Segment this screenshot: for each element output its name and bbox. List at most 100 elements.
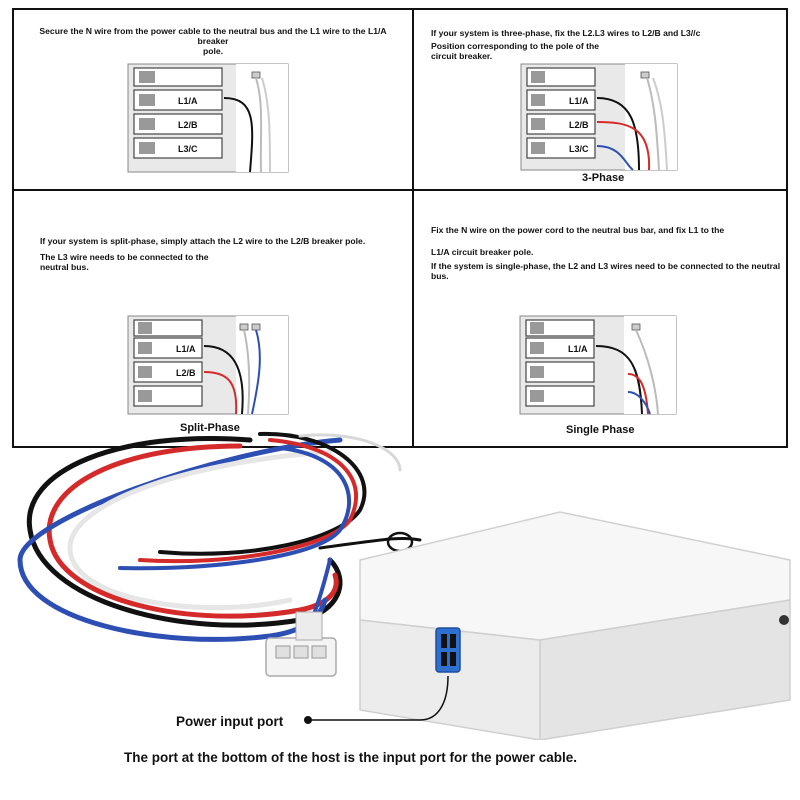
white-wire	[255, 77, 263, 173]
white-wire	[243, 329, 251, 415]
breaker-label-l1: L1/A	[178, 96, 198, 106]
breaker-toggle	[138, 390, 152, 402]
connector-pin	[293, 645, 309, 659]
breaker-label-l2: L2/B	[569, 120, 589, 130]
panel-tr-instructions: If your system is three-phase, fix the L…	[431, 28, 776, 61]
panel-br-line1: Fix the N wire on the power cord to the …	[431, 225, 725, 235]
device-host	[359, 511, 791, 740]
breaker-toggle	[139, 142, 155, 154]
breaker-label-l1: L1/A	[569, 96, 589, 106]
white-wire	[652, 77, 668, 171]
black-wire	[158, 431, 367, 556]
white-wire	[298, 433, 402, 472]
breaker-toggle	[139, 118, 155, 130]
caption-3-phase: 3-Phase	[582, 172, 625, 184]
device-front	[359, 619, 541, 740]
breaker-diagram-tr: L1/A L2/B L3/C	[520, 63, 678, 171]
black-wire	[595, 345, 643, 415]
footer-caption: The port at the bottom of the host is th…	[124, 750, 577, 765]
black-wire	[203, 345, 244, 415]
red-wire	[138, 438, 358, 564]
white-wire	[646, 77, 660, 171]
red-wire	[203, 371, 238, 415]
breaker-toggle	[138, 322, 152, 334]
frame-divider-horizontal	[12, 189, 788, 191]
blue-wire	[118, 446, 352, 571]
port-pin	[450, 634, 456, 648]
red-wire	[46, 443, 339, 619]
port-pin	[450, 652, 456, 666]
port-pin	[441, 652, 447, 666]
black-wire	[596, 97, 640, 171]
breaker-diagram-tl: L1/A L2/B L3/C	[127, 63, 289, 173]
product-illustration	[17, 431, 791, 740]
panel-tl-line1: Secure the N wire from the power cable t…	[39, 26, 387, 46]
panel-bl-instructions: If your system is split-phase, simply at…	[40, 236, 400, 272]
breaker-slot-blank	[133, 67, 223, 87]
panel-tr-line2: Position corresponding to the pole of th…	[431, 41, 600, 51]
breaker-toggle	[531, 71, 545, 83]
wire-harness	[17, 431, 422, 642]
panel-bl-line2: The L3 wire needs to be connected to the	[40, 252, 209, 262]
breaker-diagram-bl: L1/A L2/B	[127, 315, 289, 415]
breaker-label-l1: L1/A	[176, 344, 196, 354]
breaker-label-l1: L1/A	[568, 344, 588, 354]
pointer-line	[308, 675, 449, 721]
black-wire	[26, 435, 343, 628]
molex-connector	[265, 611, 337, 677]
connector-pin	[311, 645, 327, 659]
wire-terminal	[251, 323, 261, 331]
power-input-port-label: Power input port	[176, 714, 284, 729]
breaker-slot-l2	[133, 113, 223, 135]
blue-wire	[251, 329, 261, 415]
wire-terminal	[640, 71, 650, 79]
wire-terminal	[631, 323, 641, 331]
panel-bl-line1: If your system is split-phase, simply at…	[40, 236, 366, 246]
white-wire	[67, 449, 333, 611]
breaker-toggle	[531, 118, 545, 130]
red-wire	[596, 121, 651, 171]
panel-br-line3: If the system is single-phase, the L2 an…	[431, 261, 781, 281]
breaker-toggle	[531, 94, 545, 106]
white-wire	[261, 77, 271, 173]
breaker-label-l2: L2/B	[178, 120, 198, 130]
breaker-toggle	[530, 366, 544, 378]
diagram-frame	[12, 8, 788, 448]
wire-terminal	[239, 323, 249, 331]
wire-terminal	[251, 71, 261, 79]
panel-bl-line3: neutral bus.	[40, 262, 89, 272]
frame-divider-vertical	[412, 8, 414, 448]
blue-wire	[627, 391, 651, 415]
panel-tl-instructions: Secure the N wire from the power cable t…	[28, 26, 398, 56]
blue-wire	[596, 145, 634, 171]
neutral-area	[625, 64, 677, 170]
caption-single-phase: Single Phase	[566, 424, 635, 436]
breaker-slot-l3	[133, 137, 223, 159]
breaker-toggle	[139, 94, 155, 106]
panel-tr-line1: If your system is three-phase, fix the L…	[431, 28, 701, 38]
panel-tr-line3: circuit breaker.	[431, 51, 493, 61]
port-pin	[441, 634, 447, 648]
breaker-toggle	[530, 322, 544, 334]
breaker-toggle	[138, 366, 152, 378]
breaker-toggle	[530, 390, 544, 402]
power-input-port	[435, 627, 461, 673]
white-wire	[635, 329, 659, 415]
breaker-label-l3: L3/C	[569, 144, 589, 154]
connector-latch	[295, 611, 323, 641]
panel-tl-line2: pole.	[202, 46, 224, 56]
breaker-toggle	[139, 71, 155, 83]
caption-split-phase: Split-Phase	[180, 422, 240, 434]
panel-br-line2: L1/A circuit breaker pole.	[431, 247, 534, 257]
breaker-diagram-br: L1/A	[519, 315, 677, 415]
black-wire	[318, 536, 422, 550]
status-led	[779, 615, 789, 625]
breaker-toggle	[531, 142, 545, 154]
black-wire	[223, 97, 254, 173]
breaker-slot-l1	[133, 89, 223, 111]
breaker-label-l2: L2/B	[176, 368, 196, 378]
device-side	[539, 599, 791, 740]
breaker-toggle	[530, 342, 544, 354]
breaker-toggle	[138, 342, 152, 354]
panel-br-instructions: Fix the N wire on the power cord to the …	[431, 225, 781, 281]
